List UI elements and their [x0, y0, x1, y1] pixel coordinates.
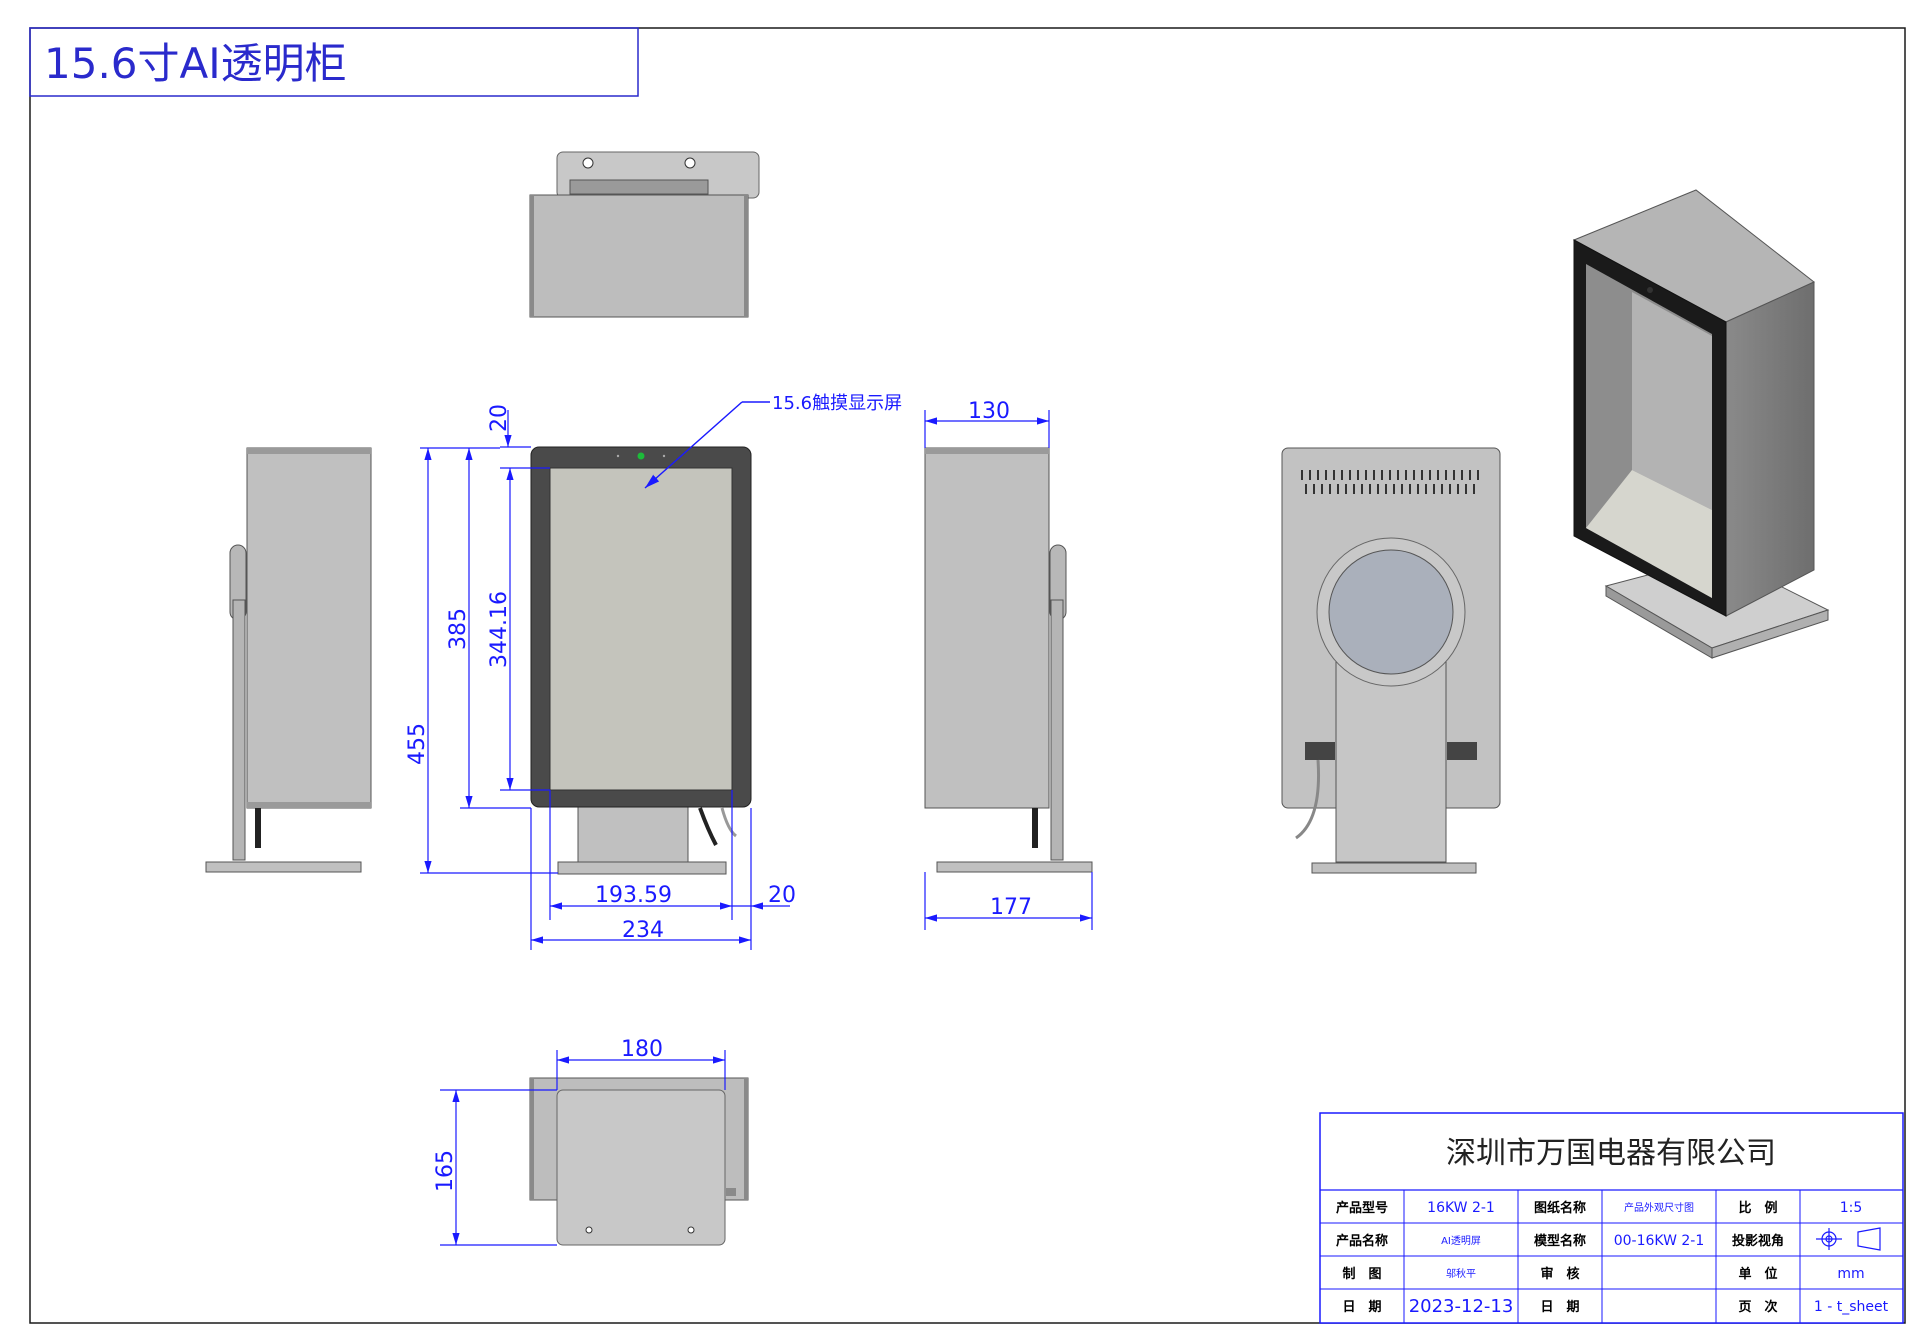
dim-screen-height: 344.16 [487, 591, 512, 668]
front-dimension-labels: 20 385 344.16 455 193.59 20 234 [405, 404, 796, 943]
tb-value-unit: mm [1837, 1266, 1864, 1282]
dim-width: 234 [622, 918, 664, 943]
top-view [529, 151, 760, 318]
bottom-dimension-labels: 180 165 [433, 1037, 663, 1192]
dim-side-margin: 20 [768, 883, 796, 908]
tb-label-drafter: 制 图 [1342, 1266, 1381, 1282]
tb-value-scale: 1:5 [1840, 1200, 1863, 1216]
tb-label-model-name: 模型名称 [1534, 1233, 1586, 1249]
tb-value-drawing-name: 产品外观尺寸图 [1624, 1201, 1694, 1214]
tb-label-date: 日 期 [1342, 1300, 1381, 1315]
title-block: 深圳市万国电器有限公司 产品型号 16KW 2-1 图纸名称 产品外观尺寸图 比… [1319, 1112, 1904, 1324]
tb-value-product-model: 16KW 2-1 [1427, 1200, 1495, 1216]
company-name: 深圳市万国电器有限公司 [1446, 1136, 1776, 1171]
dim-screen-width: 193.59 [595, 883, 672, 908]
screen-callout: 15.6触摸显示屏 [644, 393, 902, 489]
tb-label-scale: 比 例 [1738, 1200, 1777, 1216]
tb-value-product-name: AI透明屏 [1441, 1235, 1481, 1247]
bottom-dimensions [440, 1050, 726, 1246]
dim-base-depth: 177 [990, 895, 1032, 920]
tb-value-date: 2023-12-13 [1409, 1296, 1514, 1317]
front-view [530, 446, 752, 875]
isometric-view [1572, 189, 1830, 659]
dim-top-gap: 20 [487, 404, 512, 432]
dim-385: 385 [446, 608, 471, 650]
tb-label-page: 页 次 [1738, 1299, 1777, 1315]
tb-label-projection: 投影视角 [1732, 1233, 1784, 1249]
front-dimensions [420, 410, 790, 950]
right-side-view [924, 447, 1093, 873]
tb-label-unit: 单 位 [1738, 1266, 1777, 1282]
tb-label-product-name: 产品名称 [1336, 1233, 1388, 1249]
left-side-view [205, 447, 372, 873]
dim-base-length: 165 [433, 1150, 458, 1192]
tb-label-product-model: 产品型号 [1336, 1200, 1388, 1216]
tb-value-drafter: 邬秋平 [1446, 1267, 1476, 1280]
right-side-dimensions [924, 410, 1093, 930]
tb-label-drawing-name: 图纸名称 [1534, 1200, 1586, 1216]
back-view [1281, 447, 1501, 874]
projection-symbol-icon [1816, 1227, 1881, 1251]
bottom-view [529, 1077, 749, 1246]
tb-label-date2: 日 期 [1540, 1300, 1579, 1315]
dim-depth: 130 [968, 399, 1010, 424]
tb-value-page: 1 - t_sheet [1814, 1299, 1889, 1315]
callout-label: 15.6触摸显示屏 [772, 393, 902, 414]
sheet-border [29, 27, 1906, 1324]
dim-base-width: 180 [621, 1037, 663, 1062]
title-box: 15.6寸AI透明柜 [29, 27, 639, 97]
tb-value-model-name: 00-16KW 2-1 [1614, 1233, 1705, 1249]
tb-label-review: 审 核 [1540, 1266, 1579, 1282]
vent-slots [1301, 470, 1479, 494]
right-side-dimension-labels: 130 177 [968, 399, 1032, 920]
drawing-title: 15.6寸AI透明柜 [44, 39, 347, 88]
dim-455: 455 [405, 723, 430, 765]
